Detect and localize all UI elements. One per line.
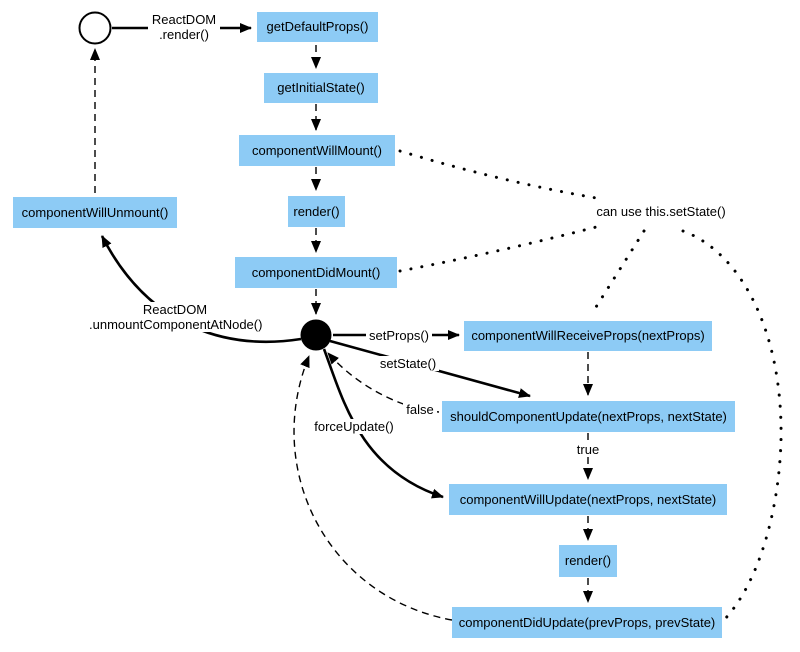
node-component-did-update: componentDidUpdate(prevProps, prevState)	[452, 607, 722, 638]
node-component-will-mount: componentWillMount()	[239, 135, 395, 166]
link-setstate-note-didupdate	[681, 229, 783, 622]
label-false-branch: false	[403, 402, 437, 417]
label-reactdom-render: ReactDOM .render()	[148, 12, 220, 42]
label-reactdom-unmount: ReactDOM .unmountComponentAtNode()	[88, 302, 262, 332]
node-component-did-mount: componentDidMount()	[235, 257, 397, 288]
node-get-default-props: getDefaultProps()	[257, 12, 378, 42]
node-render-mount: render()	[288, 196, 345, 227]
mounted-state-circle	[300, 319, 332, 351]
label-reactdom-render-line1: ReactDOM	[151, 12, 217, 27]
label-set-state: setState()	[377, 356, 439, 371]
label-reactdom-unmount-line1: ReactDOM	[142, 302, 208, 317]
label-reactdom-render-line2: .render()	[159, 27, 209, 42]
label-set-props: setProps()	[366, 328, 432, 343]
link-willmount-setstate-note	[398, 149, 604, 201]
node-component-will-update: componentWillUpdate(nextProps, nextState…	[449, 484, 727, 515]
start-state-circle	[78, 11, 112, 45]
edge-didupdate-mounted	[293, 355, 453, 621]
node-render-update: render()	[559, 545, 617, 577]
label-reactdom-unmount-line2: .unmountComponentAtNode()	[89, 317, 263, 332]
node-component-will-receive-props: componentWillReceiveProps(nextProps)	[464, 321, 712, 351]
annotation-can-set-state: can use this.setState()	[594, 204, 728, 219]
node-component-will-unmount: componentWillUnmount()	[13, 197, 177, 228]
node-get-initial-state: getInitialState()	[264, 73, 378, 103]
label-true-branch: true	[573, 442, 603, 457]
link-setstate-note-receiveprops	[594, 229, 646, 309]
label-force-update: forceUpdate()	[311, 419, 397, 434]
link-didmount-setstate-note	[398, 224, 602, 273]
node-should-component-update: shouldComponentUpdate(nextProps, nextSta…	[442, 401, 735, 432]
